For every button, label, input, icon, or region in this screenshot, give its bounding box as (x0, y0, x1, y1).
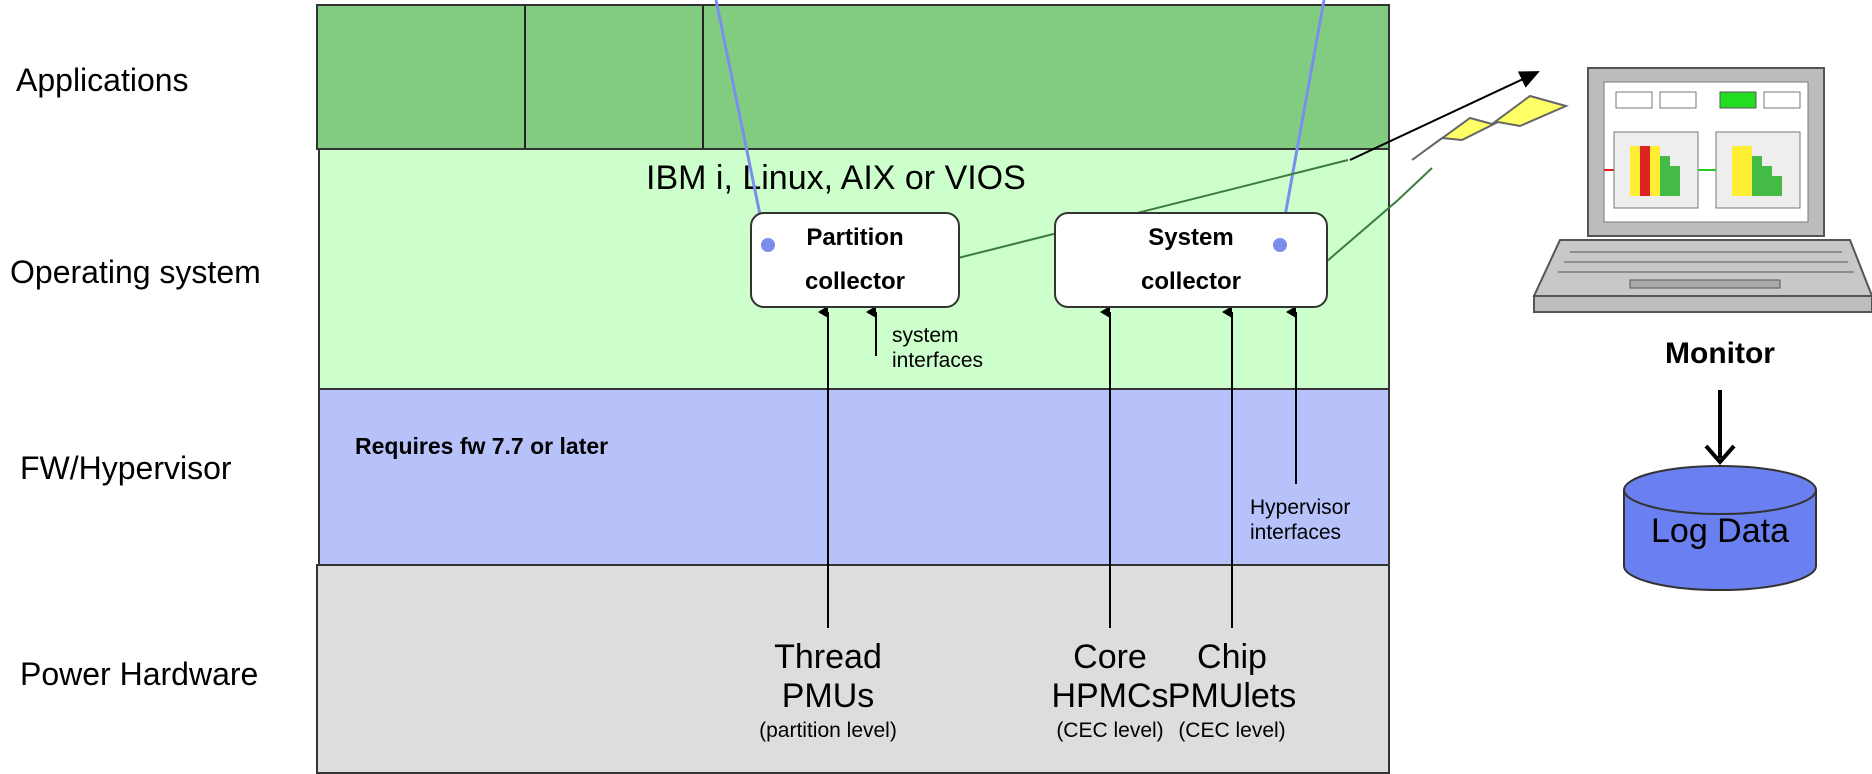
system-to-monitor-line (1325, 199, 1399, 263)
system-collector-connector-dot (1273, 238, 1287, 252)
hardware-source-chip-pmulets: Chip PMUlets (CEC level) (1167, 638, 1297, 742)
fw-band (318, 388, 1390, 566)
fw-requirement-note: Requires fw 7.7 or later (355, 433, 609, 459)
wireless-arrow (1349, 71, 1540, 161)
system-collector-label-line1: System (1148, 224, 1234, 251)
system-interfaces-label: system interfaces (892, 324, 984, 372)
laptop-icon (1532, 67, 1872, 313)
hypervisor-interfaces-label: Hypervisor interfaces (1250, 496, 1351, 544)
partition-to-monitor-line (957, 159, 1349, 259)
hardware-source-core-hpmcs: Core HPMCs (CEC level) (1051, 638, 1169, 742)
partition-collector-box: Partition collector (750, 212, 960, 308)
partition-collector-link (714, 0, 768, 245)
applications-band (316, 4, 1390, 150)
os-band-title: IBM i, Linux, AIX or VIOS (646, 159, 1026, 197)
layer-label-fw-hypervisor: FW/Hypervisor (20, 450, 232, 486)
lightning-icon (1411, 94, 1569, 161)
application-slot (524, 6, 704, 148)
hardware-source-thread-pmus: Thread PMUs (partition level) (759, 638, 897, 742)
layer-label-operating-system: Operating system (10, 254, 261, 290)
log-data-cylinder-icon (1623, 465, 1817, 591)
system-collector-link (1278, 0, 1326, 245)
log-data-label: Log Data (1651, 512, 1789, 550)
partition-collector-label-line2: collector (804, 268, 906, 295)
partition-collector-connector-dot (761, 238, 775, 252)
layer-label-applications: Applications (16, 62, 189, 98)
system-collector-box: System collector (1054, 212, 1328, 308)
hardware-band (316, 564, 1390, 774)
monitor-label: Monitor (1665, 337, 1775, 370)
partition-collector-label-line1: Partition (806, 224, 904, 251)
system-collector-label-line2: collector (1140, 268, 1242, 295)
application-slot (318, 6, 526, 148)
layer-label-power-hardware: Power Hardware (20, 656, 259, 692)
